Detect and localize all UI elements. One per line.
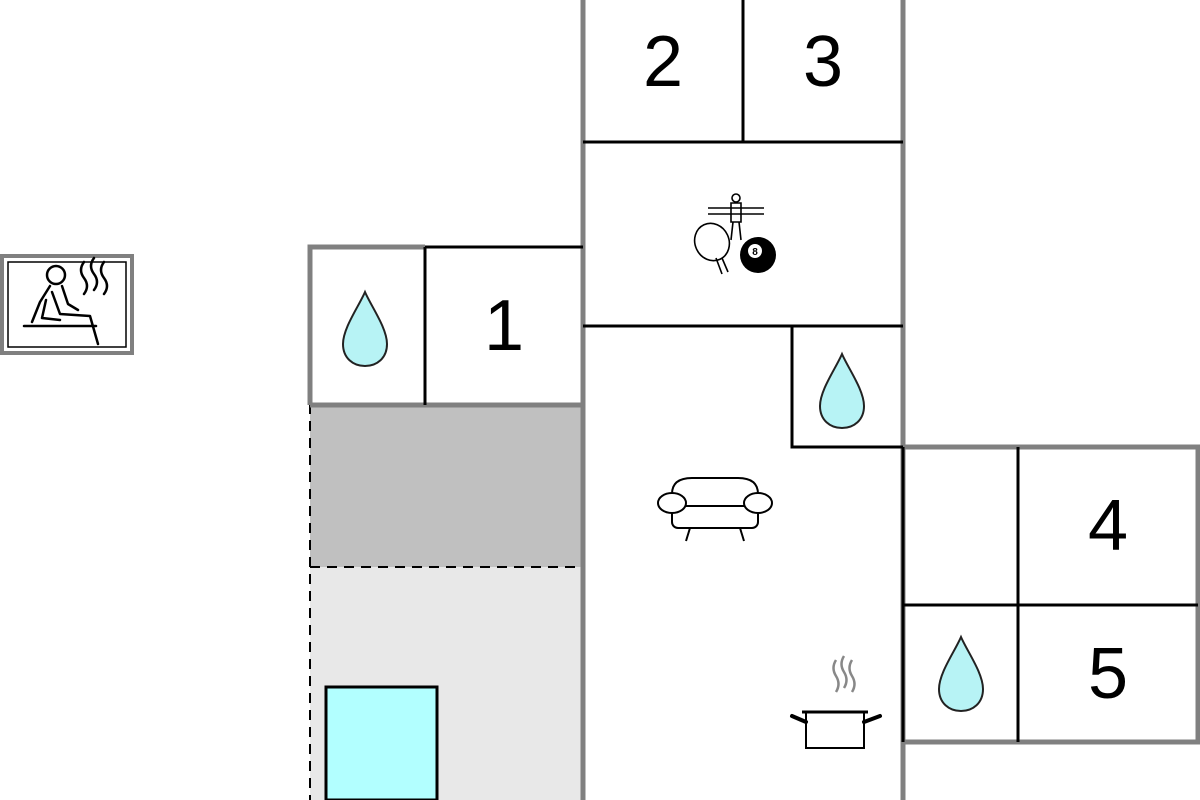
billiard-ball-label: 8 bbox=[752, 247, 758, 258]
room-number-1: 1 bbox=[483, 286, 525, 366]
steam-icon bbox=[832, 655, 856, 693]
pool bbox=[324, 685, 439, 800]
foosball-icon bbox=[708, 193, 764, 241]
sofa-icon bbox=[657, 477, 773, 542]
table-tennis-paddle-icon bbox=[693, 222, 731, 275]
water-drop-icon bbox=[819, 353, 865, 429]
billiard-ball-label-circle bbox=[748, 244, 762, 258]
table-tennis-billiards-foosball-icon: 8 bbox=[693, 193, 776, 275]
room-number-5: 5 bbox=[1087, 633, 1129, 714]
water-drop-icon bbox=[342, 291, 388, 367]
room-number-4: 4 bbox=[1087, 486, 1129, 566]
room-number-2: 2 bbox=[642, 22, 684, 102]
cooking-pot-icon bbox=[790, 655, 882, 749]
sauna-room-inner bbox=[7, 261, 127, 348]
covered-terrace bbox=[310, 407, 582, 567]
room-number-3: 3 bbox=[802, 22, 844, 102]
sauna-icon bbox=[22, 256, 109, 346]
water-drop-icon bbox=[938, 636, 984, 712]
partitions bbox=[423, 0, 1198, 742]
